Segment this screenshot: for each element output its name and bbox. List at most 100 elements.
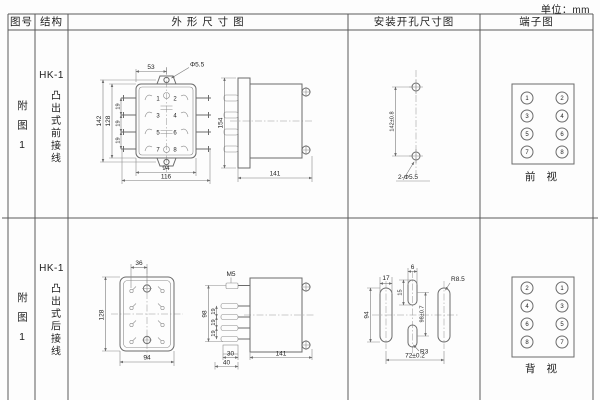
terminal-number: 6 bbox=[173, 130, 177, 136]
svg-text:116: 116 bbox=[161, 174, 172, 181]
svg-text:72±0.2: 72±0.2 bbox=[405, 353, 425, 360]
terminal-number: 4 bbox=[173, 113, 177, 119]
terminal-stubs bbox=[121, 95, 211, 152]
dim-hole-phi55: Φ5.5 bbox=[171, 62, 205, 79]
svg-text:4: 4 bbox=[560, 114, 564, 120]
row2-model: HK-1 bbox=[39, 263, 64, 274]
dim-pitch-19: 19 19 19 bbox=[211, 305, 218, 340]
terminal-studs-side bbox=[223, 94, 239, 153]
rear-terminal-symbols bbox=[129, 286, 165, 344]
dim-width-94: 94 bbox=[135, 158, 197, 176]
hole-crosses bbox=[409, 80, 423, 163]
dim-width-116: 116 bbox=[121, 149, 211, 184]
svg-text:53: 53 bbox=[147, 64, 155, 71]
svg-text:8: 8 bbox=[560, 150, 564, 156]
svg-text:94: 94 bbox=[143, 355, 151, 362]
svg-text:98±0.7: 98±0.7 bbox=[420, 305, 426, 322]
screw-crosses bbox=[301, 282, 311, 350]
center-slot-radius-callout: R3 bbox=[413, 344, 429, 356]
header-install: 安装开孔尺寸图 bbox=[373, 16, 455, 28]
terminal-number: 3 bbox=[156, 113, 160, 119]
row1-outline-front-view: 1 2 3 4 5 6 7 8 53 Φ5.5 142 bbox=[96, 62, 211, 184]
row2-terminal-diagram: 2 4 6 8 1 3 5 7 bbox=[511, 276, 575, 358]
m5-callout: M5 bbox=[226, 271, 236, 283]
slot-right bbox=[437, 287, 451, 343]
dim-height-142: 142 bbox=[96, 79, 156, 163]
center-screw-bottom bbox=[163, 146, 170, 153]
svg-text:6: 6 bbox=[525, 322, 529, 328]
holes-callout: 2-Φ5.5 bbox=[396, 161, 430, 182]
terminal-studs bbox=[220, 303, 239, 342]
svg-text:19: 19 bbox=[211, 330, 217, 336]
ear-hole-top bbox=[163, 76, 170, 84]
svg-text:5: 5 bbox=[525, 132, 529, 138]
svg-text:141: 141 bbox=[276, 351, 287, 358]
svg-text:94: 94 bbox=[162, 165, 170, 172]
row1-fig-label: 附图1 bbox=[16, 100, 28, 160]
svg-text:2: 2 bbox=[560, 96, 564, 102]
dim-center-pitch: 98±0.7 bbox=[417, 291, 429, 337]
dim-30: 30 bbox=[222, 351, 239, 360]
header-structure: 结构 bbox=[40, 16, 63, 28]
m5-stud bbox=[225, 282, 239, 289]
dim-slot-pitch-72: 72±0.2 bbox=[385, 351, 445, 364]
row2-outline-rear-view: 36 128 94 bbox=[99, 260, 183, 366]
svg-text:7: 7 bbox=[560, 340, 564, 346]
center-screw-top bbox=[163, 92, 170, 99]
row2-install-drawing: 17 6 15 R8.5 94 bbox=[364, 264, 465, 364]
dim-width-94: 94 bbox=[119, 351, 175, 366]
contact-symbols bbox=[144, 94, 189, 152]
svg-text:94: 94 bbox=[364, 311, 371, 319]
svg-text:19: 19 bbox=[116, 120, 122, 126]
svg-text:7: 7 bbox=[525, 150, 529, 156]
svg-text:6: 6 bbox=[560, 132, 564, 138]
terminal-box bbox=[511, 83, 575, 165]
stud-links bbox=[238, 285, 250, 340]
svg-text:36: 36 bbox=[135, 260, 143, 267]
terminal-number: 2 bbox=[173, 96, 177, 102]
svg-text:128: 128 bbox=[99, 309, 106, 320]
svg-text:R3: R3 bbox=[420, 349, 429, 356]
svg-text:1: 1 bbox=[525, 96, 529, 102]
dim-top-36: 36 bbox=[130, 260, 148, 288]
svg-text:142: 142 bbox=[96, 115, 103, 126]
svg-text:19: 19 bbox=[211, 319, 217, 325]
svg-text:1: 1 bbox=[560, 286, 564, 292]
relay-body-side bbox=[249, 83, 303, 159]
mounting-ears bbox=[156, 75, 177, 167]
terminal-cover bbox=[222, 344, 239, 355]
svg-text:M5: M5 bbox=[226, 271, 235, 278]
dim-slot-width-17: 17 bbox=[379, 275, 393, 294]
row2-view-label: 背 视 bbox=[525, 363, 561, 375]
svg-text:15: 15 bbox=[398, 289, 404, 295]
row1-install-drawing: 142±0.8 2-Φ5.5 bbox=[390, 70, 430, 182]
svg-text:40: 40 bbox=[223, 360, 231, 367]
svg-text:4: 4 bbox=[525, 304, 529, 310]
terminal-box bbox=[511, 276, 575, 358]
terminal-number: 5 bbox=[156, 130, 160, 136]
dim-side-141: 141 bbox=[237, 156, 313, 182]
dim-40: 40 bbox=[214, 360, 239, 370]
svg-text:3: 3 bbox=[560, 304, 564, 310]
svg-text:141: 141 bbox=[270, 171, 281, 178]
terminal-number: 7 bbox=[156, 147, 160, 153]
svg-text:30: 30 bbox=[227, 351, 235, 358]
svg-text:154: 154 bbox=[218, 117, 225, 128]
screw-crosses bbox=[301, 87, 311, 155]
relay-body-side bbox=[249, 277, 303, 353]
relay-body bbox=[135, 83, 197, 159]
row2-fig-label: 附图1 bbox=[16, 292, 28, 352]
svg-text:142±0.8: 142±0.8 bbox=[390, 111, 396, 131]
svg-text:6: 6 bbox=[411, 264, 415, 271]
svg-text:3: 3 bbox=[525, 114, 529, 120]
svg-text:98: 98 bbox=[202, 310, 209, 318]
slot-radius-callout: R8.5 bbox=[445, 276, 465, 291]
row1-structure: 凸出式前接线 bbox=[48, 90, 60, 165]
svg-text:19: 19 bbox=[116, 137, 122, 143]
svg-text:2-Φ5.5: 2-Φ5.5 bbox=[398, 174, 418, 181]
terminal-number: 1 bbox=[156, 96, 160, 102]
coil-symbol bbox=[160, 105, 173, 134]
dim-side-141: 141 bbox=[249, 349, 313, 360]
